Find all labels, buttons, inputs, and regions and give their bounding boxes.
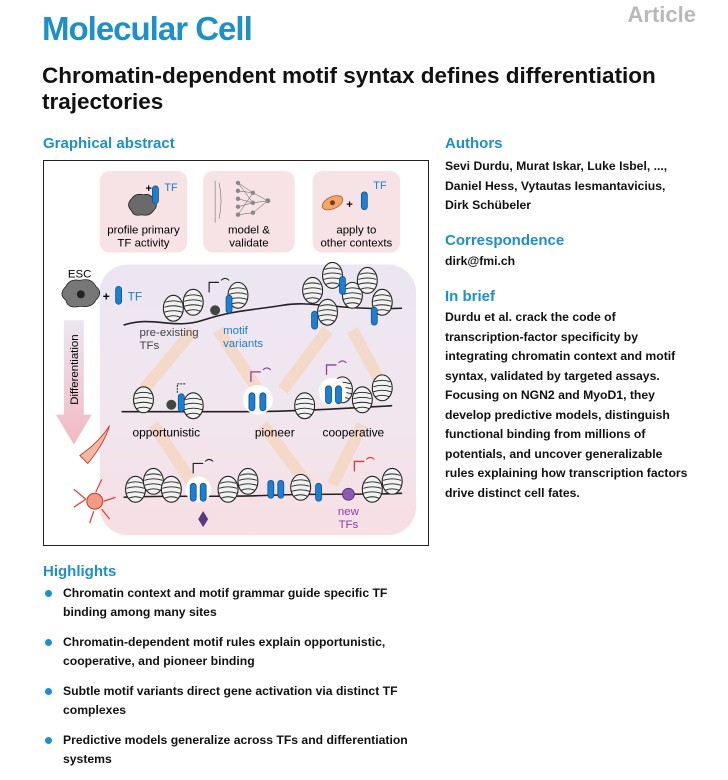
apply-panel	[312, 170, 401, 253]
preexisting-label-2: TFs	[140, 340, 160, 352]
authors-line: Dirk Schübeler	[445, 198, 532, 212]
profile-tf-label: TF	[164, 182, 178, 194]
in-brief-line: potentials, and uncover generalizable	[445, 446, 663, 461]
in-brief-text: Durdu et al. crack the code of transcrip…	[445, 308, 687, 503]
motif-label-2: variants	[223, 338, 263, 350]
cooperative-label: cooperative	[323, 426, 385, 440]
apply-label-1: apply to	[336, 225, 376, 237]
in-brief-line: Focusing on NGN2 and MyoD1, they	[445, 388, 655, 402]
in-brief-line: syntax, validated by targeted assays.	[445, 368, 660, 383]
apply-tf-label: TF	[373, 180, 387, 192]
in-brief-line: drive distinct cell fates.	[445, 485, 580, 500]
pioneer-label: pioneer	[255, 426, 295, 440]
in-brief-line: integrating chromatin context and motif	[445, 349, 676, 363]
in-brief-line: rules explaining how transcription facto…	[445, 466, 688, 480]
motif-label-1: motif	[223, 325, 249, 337]
highlights-list: Chromatin context and motif grammar guid…	[43, 584, 438, 780]
bullet-icon	[45, 639, 52, 646]
in-brief-line: transcription-factor specificity by	[445, 329, 639, 344]
model-label-1: model &	[228, 225, 270, 237]
bullet-icon	[45, 688, 52, 695]
authors-line: Daniel Hess, Vytautas Iesmantavicius,	[445, 178, 666, 193]
new-tfs-label-2: TFs	[339, 519, 359, 531]
neuron-icon	[73, 479, 116, 524]
apply-label-2: other contexts	[320, 238, 392, 250]
article-title: Chromatin-dependent motif syntax defines…	[42, 63, 656, 114]
in-brief-line: Durdu et al. crack the code of	[445, 310, 616, 324]
model-panel	[203, 170, 295, 253]
authors-line: Sevi Durdu, Murat Iskar, Luke Isbel, ...…	[445, 159, 668, 173]
esc-label: ESC	[68, 268, 92, 280]
esc-tf-label: TF	[128, 289, 143, 303]
svg-text:+: +	[145, 183, 151, 195]
highlights-heading: Highlights	[43, 563, 117, 580]
muscle-cell-icon	[79, 425, 111, 465]
bullet-icon	[45, 590, 52, 597]
correspondence-heading: Correspondence	[445, 232, 565, 249]
in-brief-line: functional binding from millions of	[445, 427, 646, 441]
authors-heading: Authors	[445, 135, 503, 152]
graphical-abstract-figure: + TF profile primary TF activity model &…	[55, 170, 417, 536]
highlight-item: Predictive models generalize across TFs …	[43, 731, 438, 769]
svg-text:+: +	[103, 289, 110, 303]
in-brief-line: develop predictive models, distinguish	[445, 407, 670, 422]
neural-network-icon	[214, 180, 268, 223]
article-type-tag: Article	[627, 2, 696, 27]
correspondence-email[interactable]: dirk@fmi.ch	[445, 254, 516, 268]
cell-icon	[128, 193, 157, 216]
highlight-item: Chromatin-dependent motif rules explain …	[43, 633, 438, 671]
new-tfs-label-1: new	[338, 506, 360, 518]
highlight-item: Subtle motif variants direct gene activa…	[43, 682, 438, 720]
in-brief-heading: In brief	[445, 288, 496, 305]
graphical-abstract-heading: Graphical abstract	[43, 135, 175, 152]
svg-text:+: +	[346, 199, 352, 211]
preexisting-label-1: pre-existing	[140, 327, 199, 339]
highlight-item: Chromatin context and motif grammar guid…	[43, 584, 438, 622]
authors-list: Sevi Durdu, Murat Iskar, Luke Isbel, ...…	[445, 157, 667, 216]
profile-label-1: profile primary	[107, 225, 180, 237]
model-label-2: validate	[229, 238, 268, 250]
profile-label-2: TF activity	[117, 238, 169, 250]
bullet-icon	[45, 737, 52, 744]
journal-name: Molecular Cell	[42, 10, 253, 47]
differentiation-label: Differentiation	[69, 334, 81, 404]
graphical-abstract: + TF profile primary TF activity model &…	[43, 160, 429, 546]
opportunistic-label: opportunistic	[133, 426, 201, 440]
differentiation-arrow	[55, 320, 92, 445]
dna-row-2	[121, 404, 393, 413]
